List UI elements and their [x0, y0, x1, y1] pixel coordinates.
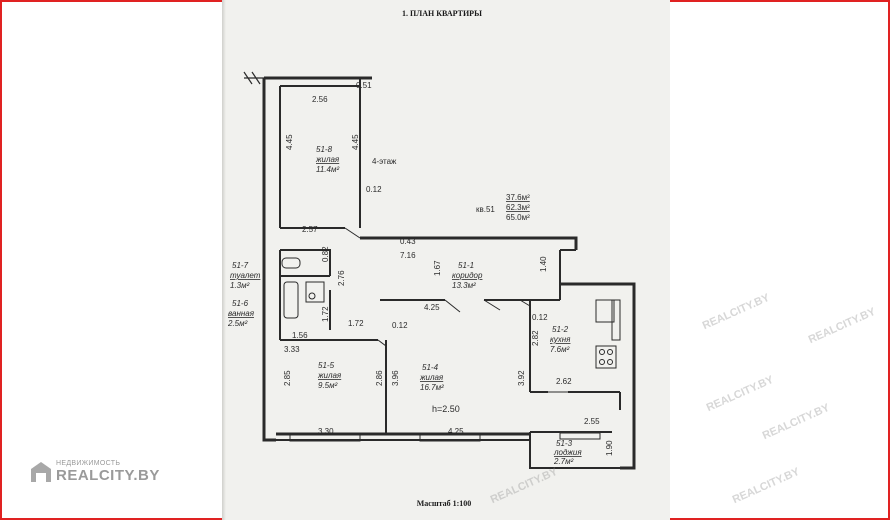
dim-2-86: 2.86: [375, 370, 384, 386]
dim-7-16: 7.16: [400, 251, 416, 260]
room-51-3-id: 51-3: [556, 439, 573, 448]
logo-title: REALCITY.BY: [56, 467, 160, 484]
windows: [289, 299, 621, 442]
room-51-6-name: ванная: [228, 309, 255, 318]
room-51-6-id: 51-6: [232, 299, 249, 308]
dim-1-72-b: 1.72: [321, 306, 330, 322]
dim-0-51: 0.51: [356, 81, 372, 90]
dim-0-82: 0.82: [321, 246, 330, 262]
fixtures: [281, 257, 617, 369]
room-51-5-area: 9.5м²: [318, 381, 338, 390]
dim-2-85: 2.85: [283, 370, 292, 386]
dim-4-45-a: 4.45: [285, 134, 294, 150]
room-51-5-id: 51-5: [318, 361, 335, 370]
dim-3-92: 3.92: [517, 370, 526, 386]
realcity-logo: НЕДВИЖИМОСТЬ REALCITY.BY: [30, 460, 160, 484]
room-51-1-id: 51-1: [458, 261, 474, 270]
room-51-5-name: жилая: [317, 371, 342, 380]
dim-3-30: 3.30: [318, 427, 334, 436]
dim-0-12-b: 0.12: [392, 321, 408, 330]
room-51-4-area: 16.7м²: [420, 383, 444, 392]
room-51-3-name: лоджия: [553, 448, 582, 457]
dim-0-12-c: 0.12: [532, 313, 548, 322]
dim-2-55: 2.55: [584, 417, 600, 426]
dim-4-25-b: 4.25: [448, 427, 464, 436]
room-51-2-id: 51-2: [552, 325, 569, 334]
room-51-4-name: жилая: [419, 373, 444, 382]
floor-label: 4-этаж: [372, 157, 397, 166]
room-51-8-area: 11.4м²: [316, 165, 339, 174]
dim-4-45-b: 4.45: [351, 134, 360, 150]
dim-2-62: 2.62: [556, 377, 572, 386]
dim-0-12-a: 0.12: [366, 185, 382, 194]
room-51-2-name: кухня: [550, 335, 571, 344]
dim-1-72-a: 1.72: [348, 319, 364, 328]
dim-3-33: 3.33: [284, 345, 300, 354]
ceiling-height: h=2.50: [432, 404, 460, 414]
room-51-7-area: 1.3м²: [230, 281, 250, 290]
dim-3-96: 3.96: [391, 370, 400, 386]
room-51-6-area: 2.5м²: [227, 319, 248, 328]
logo-subtitle: НЕДВИЖИМОСТЬ: [56, 460, 121, 467]
room-51-1-name: коридор: [452, 271, 483, 280]
dim-2-76: 2.76: [337, 270, 346, 286]
dim-2-56: 2.56: [312, 95, 328, 104]
house-icon: [30, 461, 52, 483]
dim-0-43: 0.43: [400, 237, 416, 246]
dim-4-25-a: 4.25: [424, 303, 440, 312]
room-51-2-area: 7.6м²: [550, 345, 570, 354]
dim-1-40: 1.40: [539, 256, 548, 272]
room-51-4-id: 51-4: [422, 363, 439, 372]
dim-1-56: 1.56: [292, 331, 308, 340]
walls: [243, 71, 636, 470]
scale-label: Масштаб 1:100: [417, 499, 472, 508]
apartment-area-full: 65.0м²: [506, 213, 530, 222]
plan-title: 1. ПЛАН КВАРТИРЫ: [402, 9, 482, 18]
dim-2-82: 2.82: [531, 330, 540, 346]
room-51-1-area: 13.3м²: [452, 281, 476, 290]
apartment-label: кв.51: [476, 205, 495, 214]
doors: [344, 227, 568, 393]
apartment-area-total: 62.3м²: [506, 203, 530, 212]
room-51-8-name: жилая: [315, 155, 340, 164]
room-51-7-name: туалет: [230, 271, 261, 280]
room-51-7-id: 51-7: [232, 261, 249, 270]
room-51-3-area: 2.7м²: [553, 457, 574, 466]
dim-2-57: 2.57: [302, 225, 318, 234]
dim-1-90: 1.90: [605, 440, 614, 456]
paper-edge-shadow: [222, 0, 226, 520]
apartment-area-living: 37.6м²: [506, 193, 530, 202]
dim-1-67: 1.67: [433, 260, 442, 276]
room-51-8-id: 51-8: [316, 145, 333, 154]
